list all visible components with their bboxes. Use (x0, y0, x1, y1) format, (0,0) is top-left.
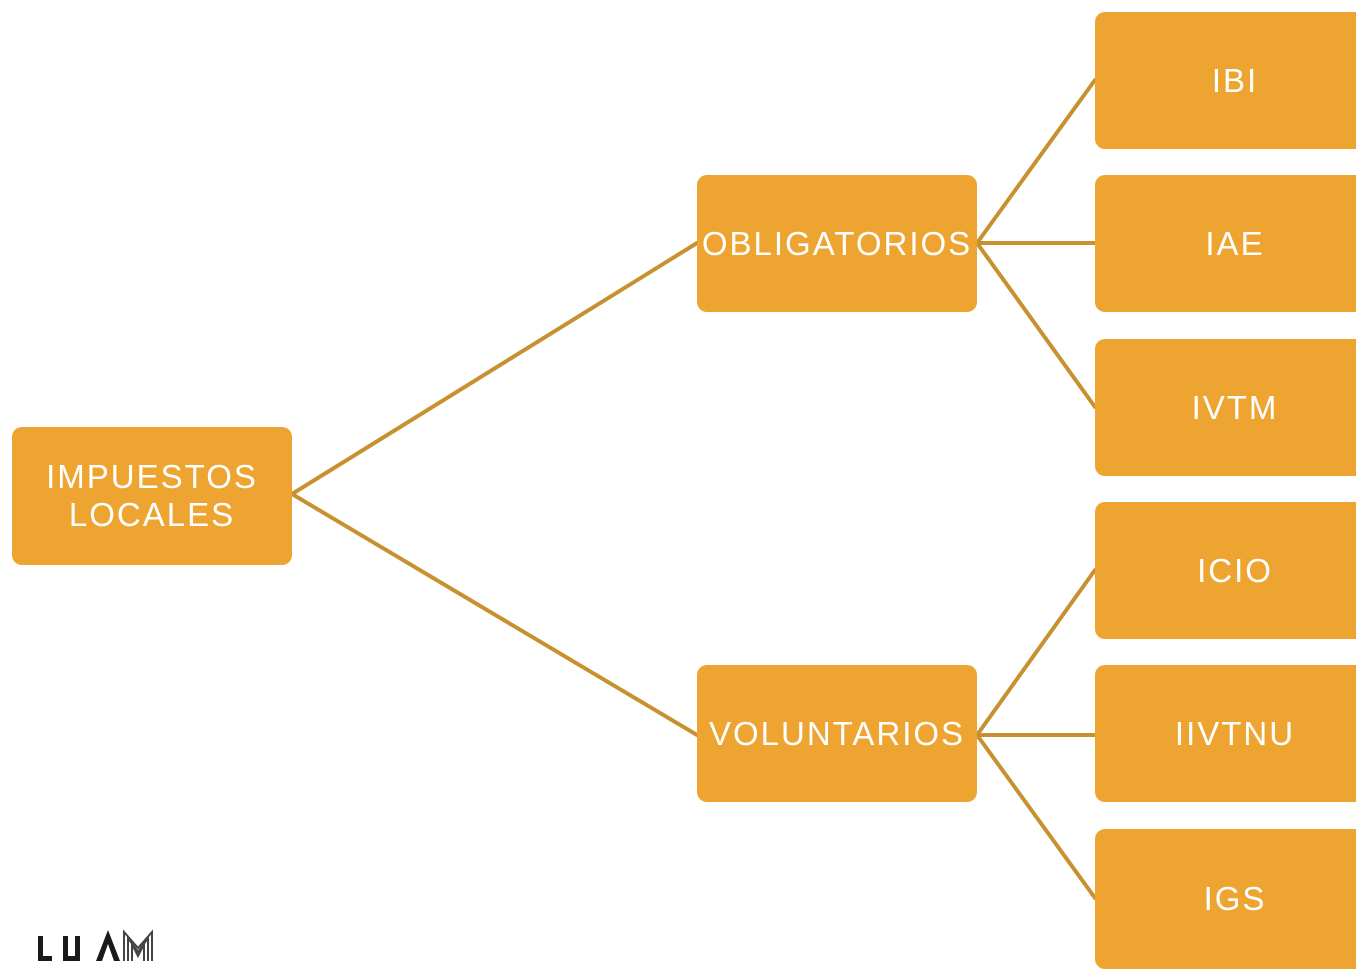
connector-obligatorios-ivtm (977, 243, 1095, 407)
connector-voluntarios-icio (977, 570, 1095, 735)
leaf-node-ibi: IBI (1095, 12, 1356, 149)
leaf-node-icio: ICIO (1095, 502, 1356, 639)
branch-node-obligatorios: OBLIGATORIOS (697, 175, 977, 312)
leaf-node-label: IBI (1105, 62, 1356, 100)
leaf-node-iivtnu: IIVTNU (1095, 665, 1356, 802)
root-node-label: IMPUESTOS LOCALES (46, 458, 258, 534)
leaf-node-igs: IGS (1095, 829, 1356, 969)
institution-logo (38, 918, 218, 961)
connector-voluntarios-igs (977, 735, 1095, 898)
leaf-node-label: ICIO (1105, 552, 1356, 590)
connector-root-voluntarios (292, 494, 697, 735)
leaf-node-ivtm: IVTM (1095, 339, 1356, 476)
root-node-impuestos-locales: IMPUESTOS LOCALES (12, 427, 292, 565)
connector-root-obligatorios (292, 243, 697, 494)
leaf-node-label: IVTM (1105, 389, 1356, 427)
connector-obligatorios-ibi (977, 80, 1095, 243)
branch-node-voluntarios: VOLUNTARIOS (697, 665, 977, 802)
branch-node-label: OBLIGATORIOS (702, 225, 972, 263)
leaf-node-label: IIVTNU (1105, 715, 1356, 753)
leaf-node-label: IAE (1105, 225, 1356, 263)
leaf-node-label: IGS (1105, 880, 1356, 918)
branch-node-label: VOLUNTARIOS (709, 715, 965, 753)
leaf-node-iae: IAE (1095, 175, 1356, 312)
